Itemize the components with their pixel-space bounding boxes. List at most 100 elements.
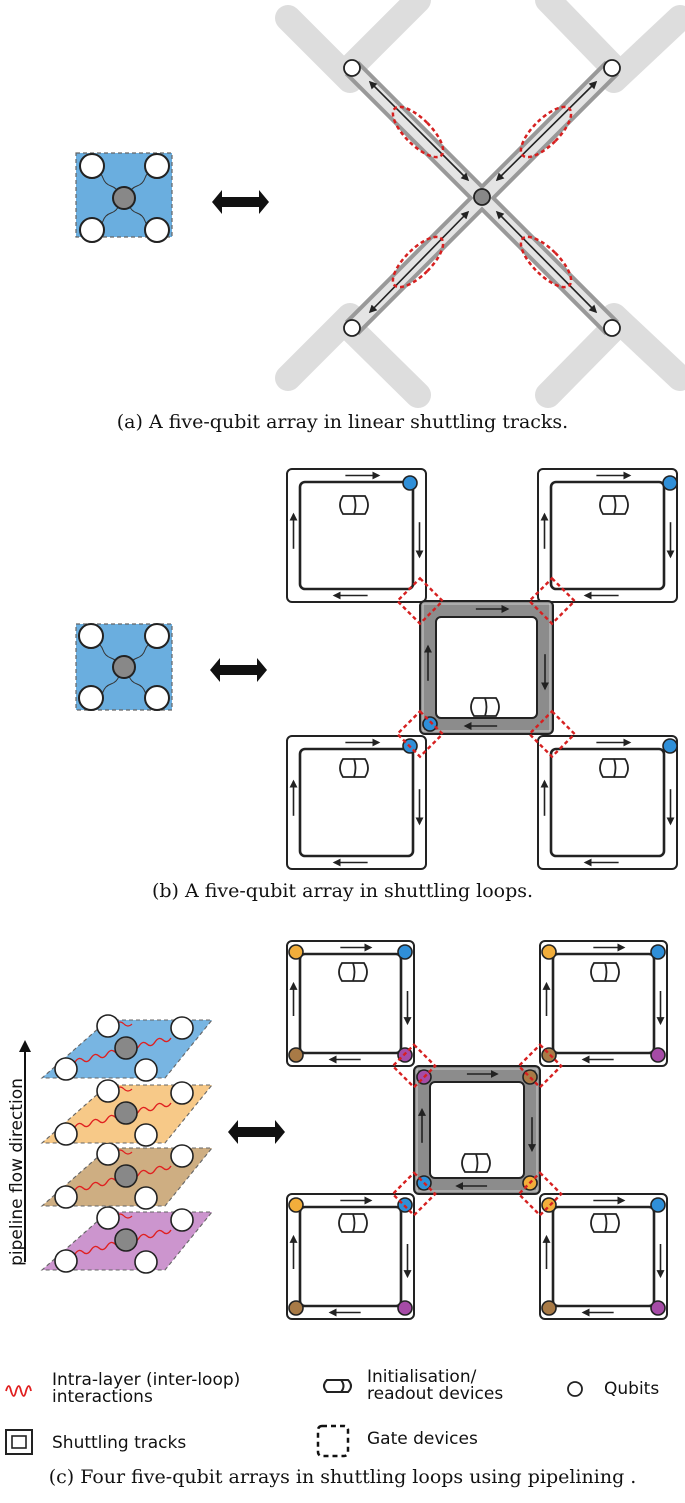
qubit xyxy=(144,685,170,711)
qubit xyxy=(522,1069,538,1085)
gate-device xyxy=(527,709,577,759)
legend-shuttling-tracks: Shuttling tracks xyxy=(52,1433,187,1453)
readout-device-icon xyxy=(339,495,369,515)
qubit xyxy=(662,738,678,754)
loop-inner-track xyxy=(298,1205,403,1308)
qubit xyxy=(650,1047,666,1063)
qubit-icon xyxy=(567,1381,583,1397)
qubit xyxy=(170,1016,194,1040)
shuttling-loop xyxy=(537,735,678,870)
qubit xyxy=(397,1300,413,1316)
gate-device xyxy=(517,1171,563,1217)
qubit xyxy=(134,1186,158,1210)
qubit xyxy=(96,1142,120,1166)
pipeline-layer xyxy=(40,1206,214,1274)
qubit xyxy=(343,319,361,337)
loop-inner-track xyxy=(429,1081,525,1179)
gate-device xyxy=(391,1043,437,1089)
readout-device-icon xyxy=(590,1213,620,1233)
qubit xyxy=(114,1101,138,1125)
gate-device-icon xyxy=(316,1424,350,1458)
qubit xyxy=(170,1081,194,1105)
qubit xyxy=(650,944,666,960)
loop-inner-track xyxy=(435,616,538,719)
shuttling-loop xyxy=(286,468,427,603)
panel-c xyxy=(19,940,668,1320)
qubit xyxy=(650,1300,666,1316)
shuttling-loop xyxy=(286,940,415,1067)
caption-c: (c) Four five-qubit arrays in shuttling … xyxy=(48,1466,637,1488)
qubit xyxy=(170,1144,194,1168)
qubit xyxy=(114,1228,138,1252)
qubit xyxy=(288,944,304,960)
pipelined-layers xyxy=(40,1014,214,1274)
loop-inner-track xyxy=(549,480,666,591)
legend-init-readout: Initialisation/ readout devices xyxy=(367,1367,504,1404)
double-arrow-icon xyxy=(228,1120,285,1144)
gate-device xyxy=(517,1043,563,1089)
shuttling-loop xyxy=(286,735,427,870)
loop-inner-track xyxy=(298,747,415,858)
shuttling-loops-c xyxy=(286,940,668,1320)
qubit xyxy=(603,59,621,77)
qubit xyxy=(541,944,557,960)
qubit xyxy=(397,944,413,960)
qubit xyxy=(78,623,104,649)
legend-intra-layer: Intra-layer (inter-loop) interactions xyxy=(52,1370,241,1407)
qubit xyxy=(96,1014,120,1038)
loop-inner-track xyxy=(549,747,666,858)
qubit xyxy=(343,59,361,77)
double-arrow-icon xyxy=(212,190,269,214)
readout-device-icon xyxy=(470,697,500,717)
qubit xyxy=(96,1206,120,1230)
legend xyxy=(5,1378,583,1458)
shuttling-loop xyxy=(419,600,554,735)
qubit xyxy=(134,1123,158,1147)
qubit xyxy=(54,1122,78,1146)
qubit xyxy=(650,1197,666,1213)
shuttling-loop xyxy=(413,1065,541,1195)
readout-device-icon xyxy=(599,758,629,778)
gate-device xyxy=(395,709,445,759)
qubit xyxy=(114,1164,138,1188)
panel-b xyxy=(75,468,678,870)
qubit xyxy=(541,1197,557,1213)
interaction-wave-icon xyxy=(5,1385,32,1397)
qubit xyxy=(170,1208,194,1232)
qubit xyxy=(541,1300,557,1316)
qubit xyxy=(78,685,104,711)
gate-device xyxy=(395,576,445,626)
pipeline-layer xyxy=(40,1142,214,1210)
readout-device-icon xyxy=(461,1153,491,1173)
qubit xyxy=(144,153,170,179)
loop-inner-track xyxy=(298,480,415,591)
qubit xyxy=(541,1047,557,1063)
pipeline-flow-label: pipeline flow direction xyxy=(7,1078,27,1266)
loop-lane xyxy=(422,603,551,732)
qubit xyxy=(134,1058,158,1082)
qubit-center xyxy=(112,655,136,679)
shuttling-loop xyxy=(539,940,668,1067)
readout-device-icon xyxy=(338,1213,368,1233)
readout-device-icon xyxy=(323,1378,352,1393)
qubit xyxy=(134,1250,158,1274)
qubit xyxy=(288,1300,304,1316)
double-arrow-icon xyxy=(210,658,267,682)
qubit xyxy=(422,716,438,732)
panel-a xyxy=(75,0,685,408)
qubit xyxy=(114,1036,138,1060)
readout-device-icon xyxy=(338,962,368,982)
qubit-array-b xyxy=(75,623,173,711)
qubit xyxy=(79,153,105,179)
qubit-center xyxy=(112,186,136,210)
shuttling-track-icon xyxy=(5,1429,33,1455)
qubit xyxy=(603,319,621,337)
qubit xyxy=(79,217,105,243)
loop-inner-track xyxy=(298,952,403,1055)
shuttling-loop xyxy=(286,1193,415,1320)
qubit-array-a xyxy=(75,152,173,243)
gate-device xyxy=(391,1171,437,1217)
qubit xyxy=(288,1047,304,1063)
loop-inner-track xyxy=(551,1205,656,1308)
